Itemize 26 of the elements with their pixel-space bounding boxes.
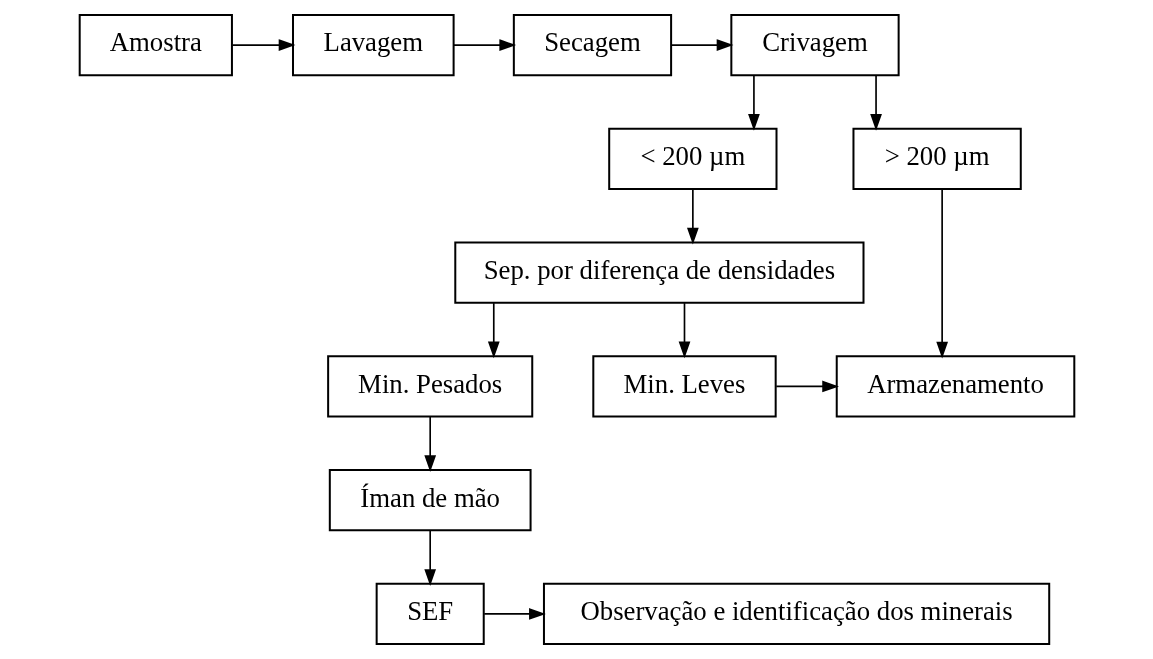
arrow [423, 529, 436, 586]
arrow [482, 608, 546, 620]
arrow [670, 39, 733, 51]
arrow [487, 302, 500, 359]
arrow [869, 74, 882, 131]
node-box: Lavagem [291, 13, 455, 77]
arrow [774, 380, 839, 393]
arrow [678, 302, 690, 359]
node-box: Íman de mão [328, 469, 532, 532]
arrow [423, 416, 436, 473]
arrow [935, 188, 948, 359]
node-box: < 200 µm [607, 127, 777, 190]
arrow [452, 39, 516, 51]
node-box: Min. Leves [591, 355, 777, 418]
node-box: Armazenamento [835, 355, 1075, 418]
node-box: Secagem [512, 13, 672, 77]
node-box: SEF [375, 582, 485, 646]
node-box: Observação e identificação dos minerais [542, 582, 1050, 646]
arrow [747, 74, 760, 131]
node-box: Amostra [78, 13, 233, 77]
node-box: Crivagem [729, 13, 900, 77]
arrow [686, 188, 699, 245]
arrow [231, 39, 295, 51]
node-box: Sep. por diferença de densidades [453, 241, 864, 304]
node-box: Min. Pesados [326, 355, 533, 418]
node-box: > 200 µm [851, 127, 1022, 190]
